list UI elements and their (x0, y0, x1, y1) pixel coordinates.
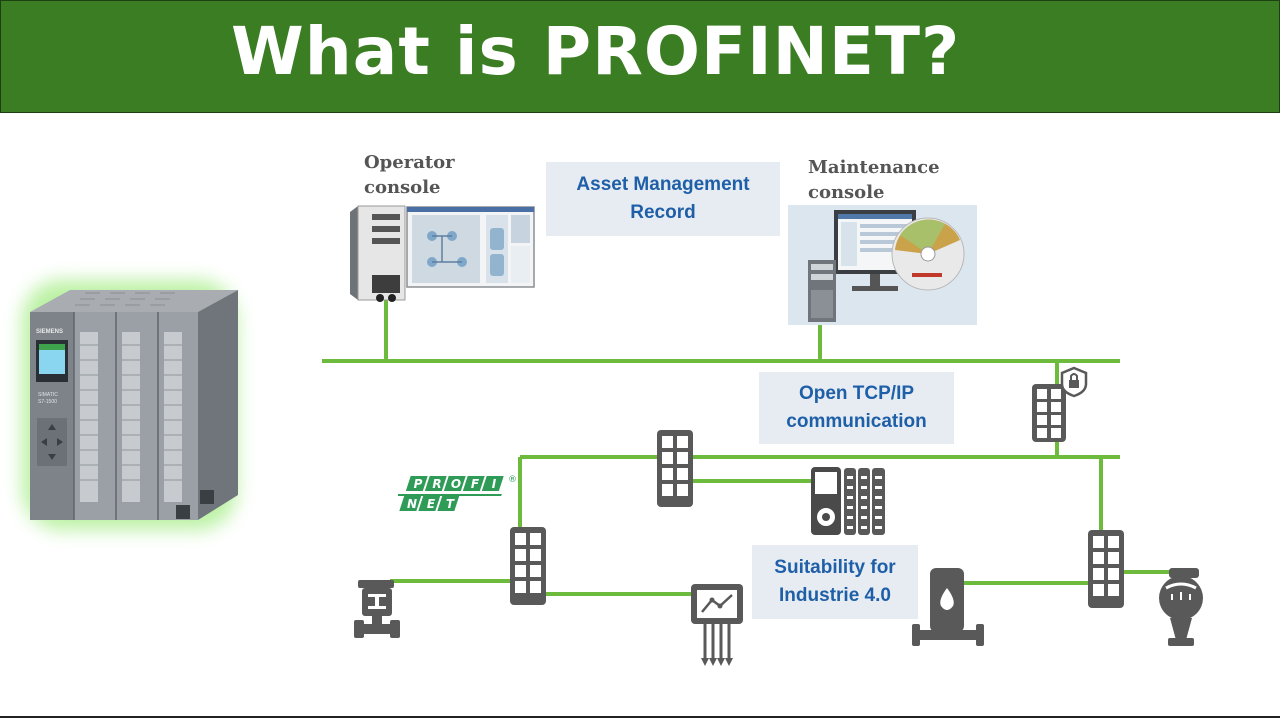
profinet-letter: F (471, 477, 480, 491)
plc-brand-label: SIEMENS (36, 329, 63, 335)
open-tcp-line2: communication (786, 411, 927, 432)
profinet-logo: P R O F I N E T ® (398, 475, 517, 511)
plc-icon: SIEMENS SIMATIC S7-1500 (22, 280, 238, 530)
maintenance-console-icon (788, 205, 977, 325)
asset-management-line1: Asset Management (576, 174, 750, 195)
open-tcp-box: Open TCP/IP communication (759, 372, 954, 444)
maintenance-console-label-line2: console (808, 182, 885, 203)
switch-icon-left (510, 527, 546, 605)
switch-icon-center (657, 430, 693, 507)
flowmeter-icon (1159, 568, 1203, 646)
industrie-box: Suitability for Industrie 4.0 (752, 545, 918, 619)
bottom-divider (0, 716, 1280, 718)
pump-icon (912, 568, 984, 646)
maintenance-console-label: Maintenance console (808, 155, 940, 205)
network-lines (322, 300, 1170, 596)
page-title: What is PROFINET? (231, 13, 961, 90)
io-module-icon (811, 467, 885, 535)
title-banner: What is PROFINET? (0, 0, 1280, 113)
plc-model-line1: SIMATIC (38, 392, 58, 398)
profinet-letter: O (451, 477, 461, 491)
profinet-letter: R (432, 477, 441, 491)
profinet-letter: N (407, 497, 417, 511)
profinet-letter: E (427, 497, 436, 511)
operator-console-label-line2: console (364, 177, 441, 198)
open-tcp-line1: Open TCP/IP (798, 383, 915, 404)
switch-icon-security (1032, 384, 1066, 442)
valve-icon (354, 580, 400, 638)
operator-console-icon (350, 205, 535, 302)
security-lock-icon (1060, 366, 1088, 398)
asset-management-box: Asset Management Record (546, 162, 780, 236)
industrie-line2: Industrie 4.0 (779, 585, 891, 606)
profinet-letter: T (446, 497, 455, 511)
profinet-letter: I (492, 477, 497, 491)
switch-icon-right (1088, 530, 1124, 608)
registered-mark: ® (508, 475, 517, 485)
operator-console-label: Operator console (364, 150, 455, 200)
industrie-line1: Suitability for (774, 557, 896, 578)
plc-model-line2: S7-1500 (38, 399, 57, 405)
analyzer-icon (691, 584, 743, 666)
profinet-letter: P (414, 477, 423, 491)
maintenance-console-label-line1: Maintenance (808, 157, 940, 178)
asset-management-line2: Record (630, 202, 696, 223)
operator-console-label-line1: Operator (364, 152, 455, 173)
